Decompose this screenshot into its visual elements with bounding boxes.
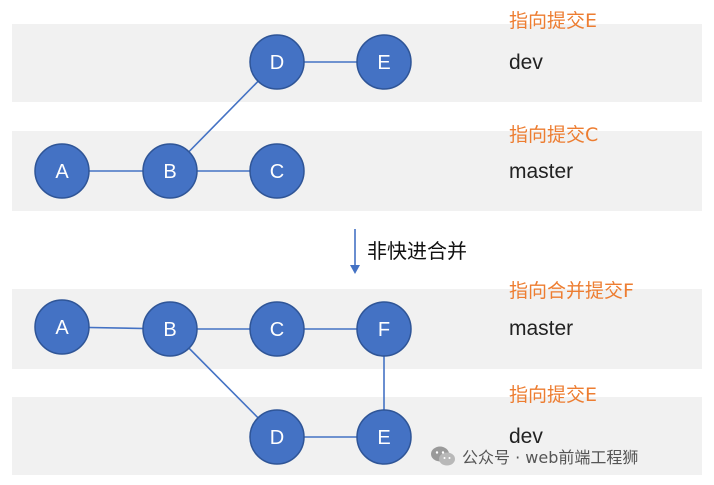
svg-text:F: F <box>378 319 390 341</box>
commit-node-d-bottom: D <box>249 409 305 465</box>
commit-node-a-top: A <box>34 143 90 199</box>
svg-text:E: E <box>377 52 390 74</box>
wechat-icon <box>431 446 455 466</box>
svg-text:D: D <box>270 52 284 74</box>
top-master-pointer-label: 指向提交C <box>509 124 599 146</box>
svg-text:C: C <box>270 319 284 341</box>
commit-node-a-bottom: A <box>34 299 90 355</box>
bottom-master-pointer-label: 指向合并提交F <box>509 280 634 302</box>
svg-text:C: C <box>270 161 284 183</box>
svg-text:D: D <box>270 427 284 449</box>
commit-node-b-top: B <box>142 143 198 199</box>
commit-node-e-top: E <box>356 34 412 90</box>
top-dev-branch-name: dev <box>509 51 543 74</box>
svg-text:B: B <box>163 161 176 183</box>
svg-text:B: B <box>163 319 176 341</box>
svg-text:E: E <box>377 427 390 449</box>
watermark-text: 公众号 · web前端工程狮 <box>462 448 639 467</box>
top-master-branch-name: master <box>509 160 574 183</box>
commit-node-b-bottom: B <box>142 301 198 357</box>
commit-node-c-bottom: C <box>249 301 305 357</box>
bottom-dev-pointer-label: 指向提交E <box>509 384 598 406</box>
commit-node-e-bottom: E <box>356 409 412 465</box>
svg-text:A: A <box>55 161 69 183</box>
bottom-dev-branch-name: dev <box>509 425 543 448</box>
commit-node-d-top: D <box>249 34 305 90</box>
watermark: 公众号 · web前端工程狮 <box>430 444 638 468</box>
merge-arrow-head <box>350 265 360 274</box>
commit-node-f-bottom: F <box>356 301 412 357</box>
commit-node-c-top: C <box>249 143 305 199</box>
top-dev-pointer-label: 指向提交E <box>509 10 598 32</box>
merge-type-label: 非快进合并 <box>367 239 467 263</box>
bottom-master-branch-name: master <box>509 317 574 340</box>
svg-text:A: A <box>55 317 69 339</box>
